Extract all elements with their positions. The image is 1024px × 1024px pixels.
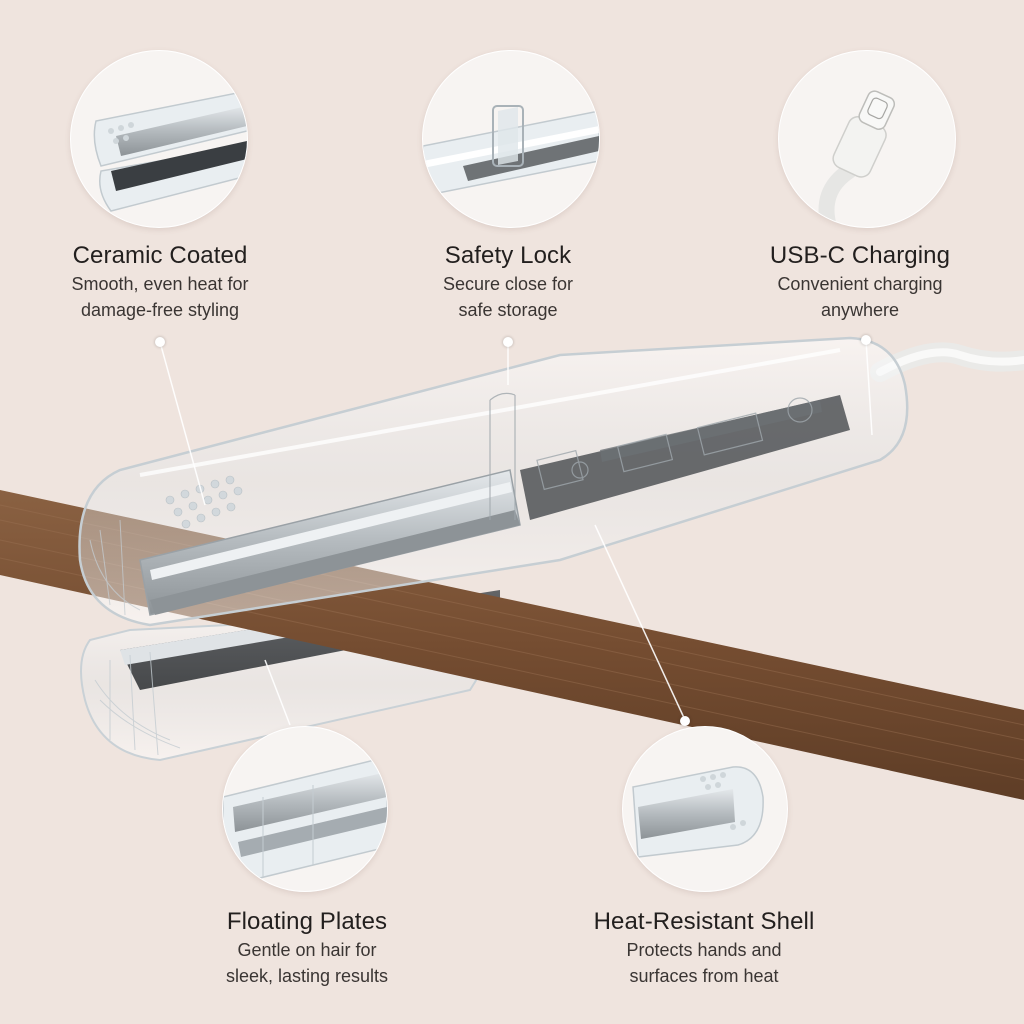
safety-lock-closeup-icon [422, 50, 600, 228]
feature-desc-line2: damage-free styling [80, 300, 240, 320]
callout-lines [159, 339, 873, 726]
feature-desc-line2: safe storage [458, 300, 558, 320]
feature-desc-line1: Secure close for [442, 274, 574, 294]
feature-desc-line1: Protects hands and [626, 940, 782, 960]
feature-desc-line1: Smooth, even heat for [71, 274, 249, 294]
usb-c-plug-icon [778, 50, 956, 228]
callout-dot-ceramic[interactable] [155, 337, 165, 347]
floating-plates-closeup-icon [222, 726, 388, 892]
shell-tip-closeup-icon [622, 726, 788, 892]
ceramic-plate-closeup-icon [70, 50, 248, 228]
feature-title: USB-C Charging [769, 242, 951, 269]
callout-dot-usbc[interactable] [861, 335, 871, 345]
feature-title: Heat-Resistant Shell [593, 908, 815, 935]
feature-title: Ceramic Coated [72, 242, 248, 269]
feature-desc-line2: sleek, lasting results [225, 966, 389, 986]
feature-desc-line1: Gentle on hair for [237, 940, 377, 960]
feature-desc-line2: anywhere [820, 300, 900, 320]
callout-dot-shell[interactable] [680, 716, 690, 726]
feature-desc-line1: Convenient charging [777, 274, 943, 294]
feature-title: Floating Plates [226, 908, 388, 935]
feature-title: Safety Lock [444, 242, 572, 269]
callout-dot-lock[interactable] [503, 337, 513, 347]
upper-arm [78, 336, 909, 627]
feature-desc-line2: surfaces from heat [629, 966, 779, 986]
